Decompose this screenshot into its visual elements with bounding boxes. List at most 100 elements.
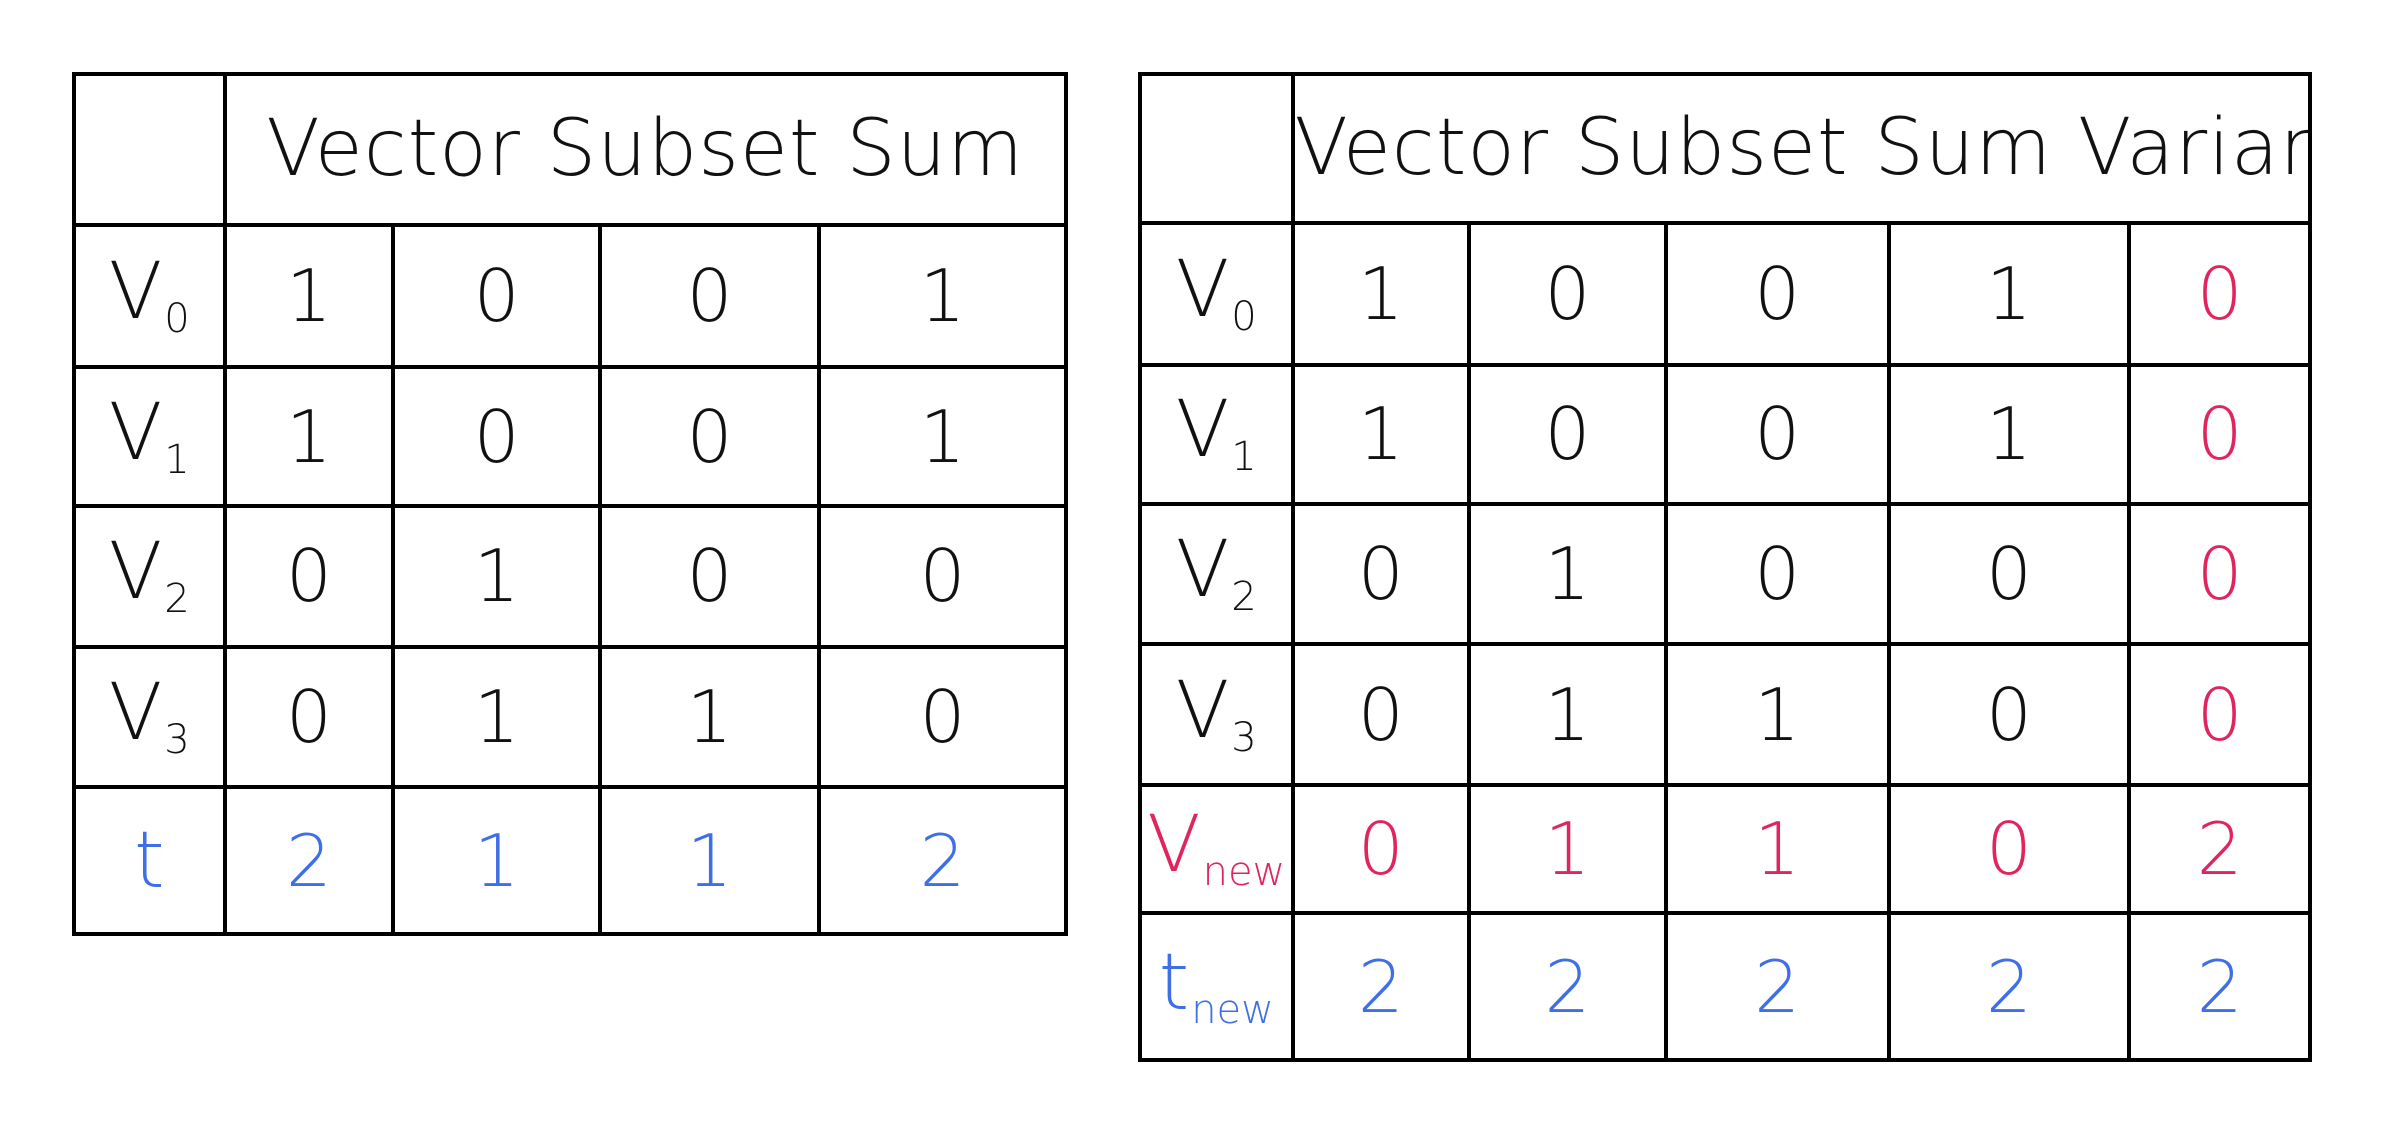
value-cell: 1 [1886,363,2132,506]
row-label-subscript: new [1191,986,1274,1033]
value-cell: 1 [1467,642,1668,787]
value-cell: 1 [1663,642,1891,787]
value-cell: 0 [816,644,1069,790]
value-cell: 0 [1886,501,2132,647]
value-cell: 0 [1467,220,1668,368]
value-cell: 1 [222,365,396,508]
value-cell: 0 [598,503,821,649]
row-label-subscript: 0 [1231,293,1257,340]
value-cell: 1 [816,222,1069,370]
row-label: V3 [72,644,227,790]
value-cell: 0 [222,503,396,649]
value-cell: 0 [1290,642,1472,787]
value-cell: 1 [391,503,603,649]
value-cell: 2 [1290,911,1472,1062]
value-cell: 0 [598,365,821,508]
value-cell: 1 [1663,782,1891,916]
value-cell: 0 [1663,220,1891,368]
value-cell: 0 [1290,782,1472,916]
value-cell: 1 [1467,782,1668,916]
row-label-subscript: 3 [1231,714,1257,761]
value-cell: 1 [1290,220,1472,368]
value-cell: 1 [1886,220,2132,368]
row-label-symbol: V [108,387,163,478]
row-label: V3 [1138,642,1295,787]
row-label: t [72,785,227,936]
table-header-row: Vector Subset Sum [72,72,1069,227]
row-label: V1 [72,365,227,508]
value-cell: 0 [2127,501,2312,647]
row-label-symbol: V [1147,800,1201,891]
value-cell: 0 [1663,363,1891,506]
corner-cell [1138,72,1295,225]
row-label-subscript: 2 [164,576,190,623]
value-cell: 0 [1290,501,1472,647]
table-title: Vector Subset Sum [222,72,1069,227]
row-label-subscript: 3 [164,716,190,763]
value-cell: 1 [598,785,821,936]
value-cell: 1 [1290,363,1472,506]
value-cell: 0 [1663,501,1891,647]
table-title: Vector Subset Sum Variant [1290,72,2313,225]
value-cell: 0 [1886,782,2132,916]
row-label: Vnew [1138,782,1295,916]
row-label-subscript: 2 [1231,574,1257,621]
value-cell: 0 [391,222,603,370]
value-cell: 0 [2127,220,2312,368]
row-label-symbol: V [1175,385,1230,476]
row-label-symbol: V [1175,244,1230,335]
value-cell: 0 [1886,642,2132,787]
row-label: V2 [72,503,227,649]
value-cell: 1 [391,785,603,936]
row-label-symbol: V [1175,665,1230,756]
row-label: V1 [1138,363,1295,506]
row-label-symbol: V [108,247,163,338]
value-cell: 2 [2127,911,2312,1062]
value-cell: 0 [2127,642,2312,787]
table-header-row: Vector Subset Sum Variant [1138,72,2313,225]
row-label-symbol: t [134,815,165,906]
row-label-symbol: V [108,527,163,618]
value-cell: 0 [2127,363,2312,506]
value-cell: 0 [816,503,1069,649]
corner-cell [72,72,227,227]
row-label-subscript: 1 [164,436,190,483]
value-cell: 2 [1886,911,2132,1062]
row-label: V0 [1138,220,1295,368]
value-cell: 1 [222,222,396,370]
row-label-subscript: 0 [164,296,190,343]
value-cell: 2 [2127,782,2312,916]
value-cell: 0 [1467,363,1668,506]
row-label-symbol: V [1175,525,1230,616]
value-cell: 2 [816,785,1069,936]
value-cell: 1 [598,644,821,790]
row-label: V0 [72,222,227,370]
value-cell: 0 [391,365,603,508]
value-cell: 2 [222,785,396,936]
value-cell: 1 [1467,501,1668,647]
value-cell: 2 [1663,911,1891,1062]
value-cell: 0 [598,222,821,370]
row-label: V2 [1138,501,1295,647]
row-label-symbol: V [108,667,163,758]
value-cell: 0 [222,644,396,790]
row-label-symbol: t [1158,937,1190,1028]
value-cell: 1 [816,365,1069,508]
value-cell: 1 [391,644,603,790]
value-cell: 2 [1467,911,1668,1062]
row-label-subscript: new [1202,849,1286,896]
row-label: tnew [1138,911,1295,1062]
